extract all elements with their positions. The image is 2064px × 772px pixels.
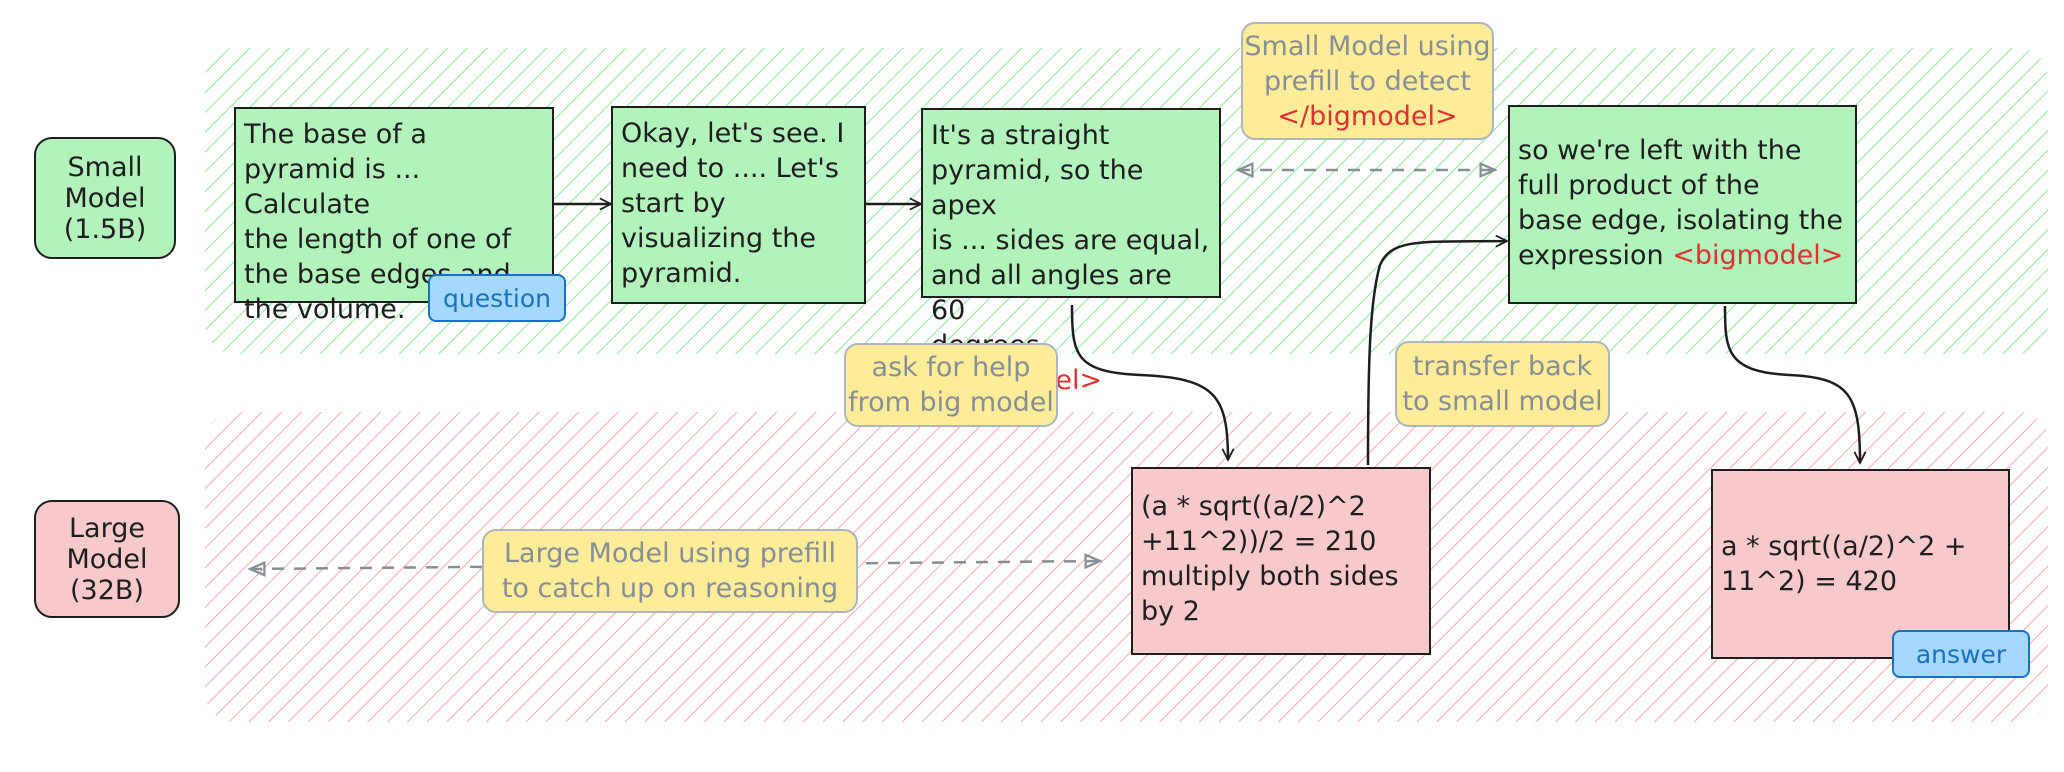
question-tag: question <box>428 274 566 322</box>
answer-tag: answer <box>1892 630 2030 678</box>
answer-box: a * sqrt((a/2)^2 + 11^2) = 420 <box>1711 469 2010 659</box>
small-prefill-note-text: Small Model using prefill to detect <box>1244 30 1491 97</box>
small-prefill-note: Small Model using prefill to detect </bi… <box>1241 22 1494 140</box>
arrow-transfer-back <box>1366 241 1507 466</box>
reasoning-step2-box: It's a straight pyramid, so the apex is … <box>921 108 1221 396</box>
question-box: The base of a pyramid is ... Calculate t… <box>234 107 554 325</box>
big-model-step-box: (a * sqrt((a/2)^2 +11^2))/2 = 210 multip… <box>1131 467 1431 655</box>
ask-help-note: ask for help from big model <box>844 343 1058 427</box>
bigmodel-token-2: <bigmodel> <box>1672 240 1844 271</box>
transfer-back-note: transfer back to small model <box>1395 341 1610 427</box>
small-model-label: Small Model (1.5B) <box>34 137 176 259</box>
step3-text: so we're left with the full product of t… <box>1518 135 1843 271</box>
large-prefill-note: Large Model using prefill to catch up on… <box>482 529 858 613</box>
reasoning-step3-box: so we're left with the full product of t… <box>1508 105 1857 304</box>
bigmodel-close-token: </bigmodel> <box>1277 100 1458 132</box>
large-model-label: Large Model (32B) <box>34 500 180 618</box>
reasoning-step1-box: Okay, let's see. I need to .... Let's st… <box>611 106 866 304</box>
arrow-ask-big-model <box>1070 304 1228 460</box>
large-model-lane <box>205 412 2048 722</box>
arrow-step3-to-answer <box>1723 305 1860 463</box>
